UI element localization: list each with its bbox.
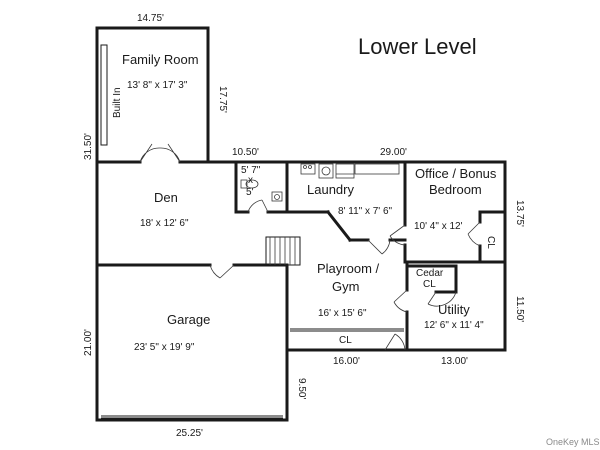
room-cedar-closet: Cedar CL — [416, 268, 444, 290]
room-size: 23' 5" x 19' 9" — [134, 342, 195, 353]
room-utility: Utility 12' 6" x 11' 4" — [424, 302, 484, 331]
dimension-left-garage: 21.00' — [83, 329, 94, 356]
laundry-sink-icon — [300, 163, 316, 175]
dimension-right-family: 17.75' — [217, 86, 228, 113]
dimension-bottom-playroom: 16.00' — [333, 356, 360, 367]
door-swings — [139, 143, 481, 351]
room-name: Laundry — [307, 182, 354, 197]
room-name: Playroom / — [317, 261, 380, 276]
room-name: Garage — [167, 312, 210, 327]
garage-door — [101, 415, 283, 419]
room-size-line: 5' 7" — [241, 165, 261, 176]
dimension-labels: 14.75' 17.75' 31.50' 10.50' 29.00' 13.75… — [83, 13, 525, 439]
built-in-cabinet-icon — [100, 44, 108, 146]
room-size: 12' 6" x 11' 4" — [424, 320, 484, 331]
dimension-left-upper: 31.50' — [83, 133, 94, 160]
room-size: 10' 4" x 12' — [414, 221, 463, 232]
toilet-icon — [240, 179, 259, 189]
room-den: Den 18' x 12' 6" — [140, 190, 189, 229]
room-name: Utility — [438, 302, 470, 317]
room-name: Office / Bonus — [415, 166, 497, 181]
dimension-top-family: 14.75' — [137, 13, 164, 24]
counter-icon — [354, 163, 400, 175]
built-in-label: Built In — [112, 87, 123, 118]
room-name: CL — [423, 279, 436, 290]
room-size-line: x — [248, 175, 253, 186]
room-name: Bedroom — [429, 182, 482, 197]
room-name: Den — [154, 190, 178, 205]
dimension-right-utility: 11.50' — [514, 296, 525, 322]
dimension-right-office: 13.75' — [514, 200, 525, 227]
room-size: 13' 8" x 17' 3" — [127, 80, 188, 91]
room-name: Family Room — [122, 52, 199, 67]
room-garage: Garage 23' 5" x 19' 9" — [134, 312, 210, 353]
room-bath: 5' 7" x 5' — [241, 165, 261, 198]
room-playroom-gym: Playroom / Gym 16' x 15' 6" — [317, 261, 380, 319]
room-family-room: Family Room 13' 8" x 17' 3" — [122, 52, 199, 91]
room-size-line: 5' — [246, 187, 254, 198]
room-name: Cedar — [416, 268, 444, 279]
washer-icon — [318, 163, 334, 179]
plan-title: Lower Level — [358, 34, 477, 59]
dimension-garage-step: 9.50' — [296, 378, 307, 399]
room-size: 16' x 15' 6" — [318, 308, 367, 319]
dryer-icon — [335, 163, 355, 179]
watermark: OneKey MLS — [546, 437, 600, 447]
dimension-top-right: 29.00' — [380, 147, 407, 158]
playroom-closet-label: CL — [339, 335, 352, 346]
interior-walls — [95, 160, 507, 352]
room-name: Gym — [332, 279, 359, 294]
room-size: 8' 11" x 7' 6" — [338, 206, 393, 217]
office-closet-label: CL — [485, 236, 496, 249]
sink-icon — [271, 191, 283, 202]
room-laundry: Laundry 8' 11" x 7' 6" — [307, 182, 393, 217]
stairs-icon — [265, 236, 301, 266]
room-office-bonus-bedroom: Office / Bonus Bedroom 10' 4" x 12' — [414, 166, 497, 232]
dimension-bottom-utility: 13.00' — [441, 356, 468, 367]
room-size: 18' x 12' 6" — [140, 218, 189, 229]
exterior-walls — [95, 26, 507, 422]
dimension-mid-top: 10.50' — [232, 147, 259, 158]
dimension-bottom-garage: 25.25' — [176, 428, 203, 439]
